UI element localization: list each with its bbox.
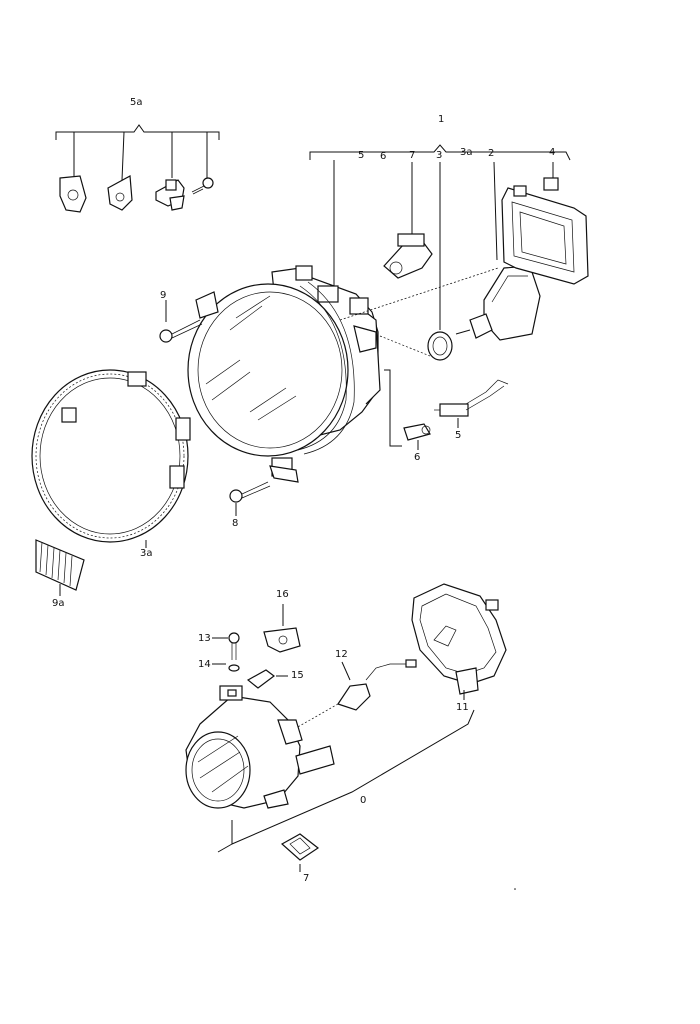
spring-clip-16-icon bbox=[263, 627, 301, 653]
label-12: 12 bbox=[335, 649, 348, 660]
label-11: 11 bbox=[456, 702, 469, 713]
label-14: 14 bbox=[198, 659, 211, 670]
clip-nut-icon bbox=[59, 175, 87, 213]
screw-9-icon: 9 bbox=[159, 290, 203, 343]
clip-group-5a: 5a bbox=[55, 97, 220, 213]
screw-8-icon: 8 bbox=[229, 481, 271, 529]
label-9a: 9a bbox=[52, 598, 65, 609]
reflector-bulb-icon bbox=[455, 265, 541, 341]
screw-13-icon bbox=[228, 632, 240, 660]
fog-bulb-icon bbox=[295, 659, 417, 729]
screw-small-icon bbox=[191, 177, 214, 195]
fog-lamp-group: 16 13 14 15 12 bbox=[185, 583, 507, 884]
parking-bulb-group: 5 6 bbox=[384, 369, 509, 463]
retaining-ring-icon bbox=[427, 331, 453, 361]
label-6-bulb: 6 bbox=[414, 452, 420, 463]
label-3a-ring: 3a bbox=[140, 548, 153, 559]
label-2: 2 bbox=[488, 148, 494, 159]
bulb-h4-icon bbox=[383, 233, 433, 279]
washer-14-icon bbox=[228, 664, 240, 672]
label-8: 8 bbox=[232, 518, 238, 529]
label-16: 16 bbox=[276, 589, 289, 600]
label-7: 7 bbox=[409, 150, 415, 161]
stray-dot bbox=[514, 888, 516, 890]
bulb-socket-icon bbox=[434, 379, 509, 417]
clip-spring-icon bbox=[107, 175, 133, 211]
fog-lamp-body-icon bbox=[185, 685, 335, 809]
small-clip-7-icon bbox=[280, 833, 320, 861]
label-1: 1 bbox=[438, 114, 444, 125]
bracket-group-1: 1 5 6 7 3 3a 2 4 bbox=[309, 114, 571, 330]
label-5a: 5a bbox=[130, 97, 143, 108]
label-13: 13 bbox=[198, 633, 211, 644]
grille-insert-icon: 9a bbox=[35, 539, 85, 609]
label-6: 6 bbox=[380, 151, 386, 162]
label-15: 15 bbox=[291, 670, 304, 681]
parking-bulb-icon bbox=[403, 423, 431, 441]
trim-ring-icon: 3a bbox=[31, 369, 191, 559]
nut-15-icon bbox=[246, 669, 275, 689]
label-3a-top: 3a bbox=[460, 147, 473, 158]
fog-lamp-housing-icon bbox=[411, 583, 507, 695]
label-9: 9 bbox=[160, 290, 166, 301]
clip-bracket-icon bbox=[155, 179, 185, 211]
label-3: 3 bbox=[436, 150, 442, 161]
headlamp-assembly bbox=[187, 265, 381, 483]
headlamp-lens bbox=[187, 283, 349, 457]
label-5-connector: 5 bbox=[455, 430, 461, 441]
rear-cover-icon bbox=[501, 177, 589, 285]
label-0: 0 bbox=[360, 795, 366, 806]
label-5: 5 bbox=[358, 150, 364, 161]
label-7-clip: 7 bbox=[303, 873, 309, 884]
label-4: 4 bbox=[549, 147, 555, 158]
